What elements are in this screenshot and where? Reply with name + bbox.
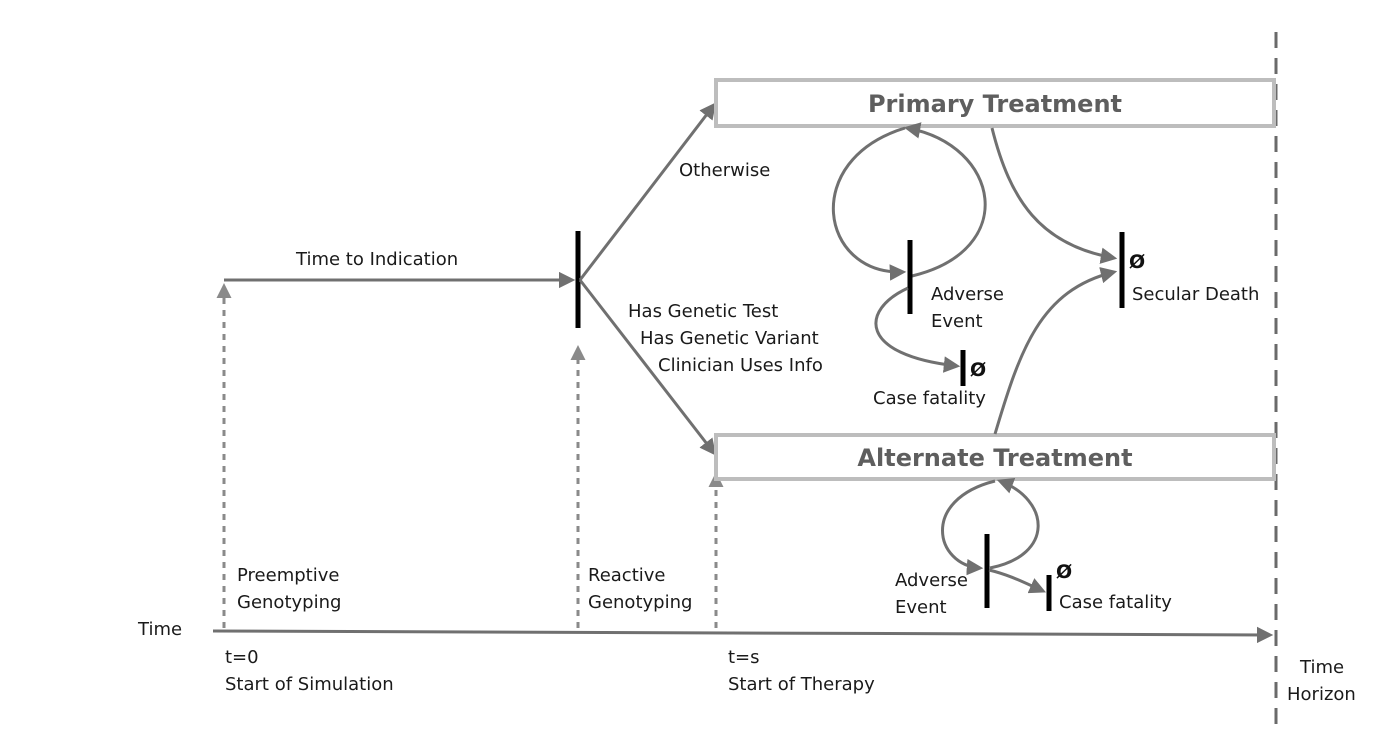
alternate-adverse-label-line1: Adverse — [895, 570, 968, 591]
time-horizon-label-line2: Horizon — [1287, 684, 1356, 705]
primary-treatment-box — [714, 78, 1276, 128]
time-axis-label: Time — [137, 619, 182, 640]
primary-adverse-label-line2: Event — [931, 311, 983, 332]
start-simulation-label: Start of Simulation — [225, 674, 394, 695]
preemptive-label-line2: Genotyping — [237, 592, 341, 613]
adverse-to-alternate-arrow — [989, 477, 1040, 570]
otherwise-label: Otherwise — [679, 160, 770, 181]
alternate-treatment-title: Alternate Treatment — [857, 444, 1132, 472]
primary-treatment-title: Primary Treatment — [868, 90, 1122, 118]
time-to-indication-label: Time to Indication — [295, 249, 458, 270]
therapy-time-label: t=s — [728, 647, 760, 668]
alternate-to-adverse-arrow — [941, 479, 996, 576]
alternate-case-fatality-arrow — [988, 568, 1047, 594]
start-time-label: t=0 — [225, 647, 259, 668]
alternate-null-symbol: Ø — [1056, 561, 1072, 583]
start-therapy-label: Start of Therapy — [728, 674, 875, 695]
primary-adverse-label-line1: Adverse — [931, 284, 1004, 305]
condition-label-3: Clinician Uses Info — [658, 355, 823, 376]
primary-null-symbol: Ø — [970, 359, 986, 381]
primary-case-fatality-label: Case fatality — [873, 388, 986, 409]
secular-death-null-symbol: Ø — [1129, 251, 1145, 273]
condition-label-2: Has Genetic Variant — [640, 328, 819, 349]
otherwise-arrow — [578, 102, 717, 281]
secular-death-label: Secular Death — [1132, 284, 1259, 305]
preemptive-label-line1: Preemptive — [237, 565, 339, 586]
primary-case-fatality-arrow — [874, 286, 961, 373]
alternate-adverse-label-line2: Event — [895, 597, 947, 618]
reactive-label-line1: Reactive — [588, 565, 665, 586]
condition-label-1: Has Genetic Test — [628, 301, 778, 322]
alternate-to-death-arrow — [993, 267, 1118, 435]
reactive-label-line2: Genotyping — [588, 592, 692, 613]
time-axis — [212, 626, 1274, 644]
alternate-treatment-box — [714, 433, 1276, 481]
primary-to-death-arrow — [990, 127, 1118, 264]
primary-to-adverse-arrow — [832, 126, 907, 281]
alternate-case-fatality-label: Case fatality — [1059, 592, 1172, 613]
time-horizon-label-line1: Time — [1299, 657, 1344, 678]
adverse-to-primary-arrow — [903, 122, 987, 278]
genetic-branch-arrow — [578, 279, 717, 456]
